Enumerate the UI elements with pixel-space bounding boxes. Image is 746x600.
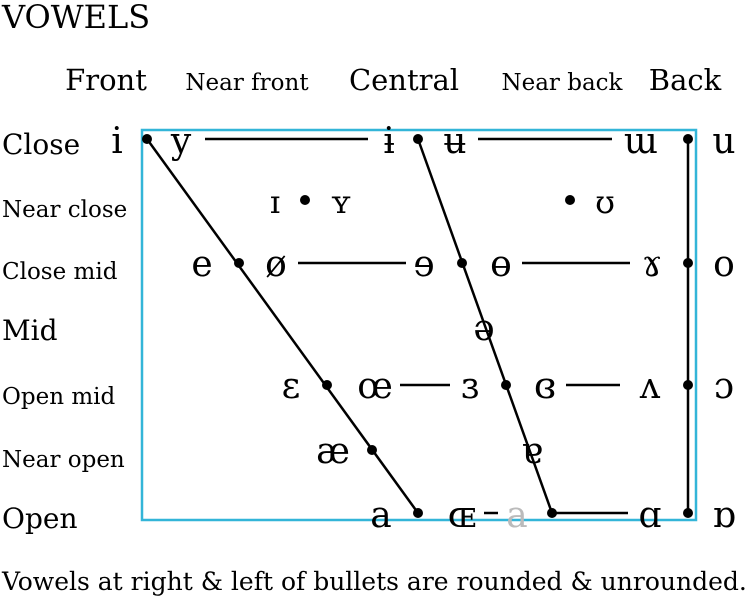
bullet-open-mid-front <box>322 380 332 390</box>
bullet-open-mid-central <box>501 380 511 390</box>
bullet-close-mid-central <box>457 258 467 268</box>
bullet-close-front <box>142 134 152 144</box>
vowel-close-back-unrounded: ɯ <box>624 121 658 162</box>
row-mid: Mid <box>2 314 58 347</box>
vowel-open-mid-central-rounded: ɞ <box>534 366 556 407</box>
column-back: Back <box>649 63 722 97</box>
row-close-mid: Close mid <box>2 259 118 285</box>
vowel-open-back-unrounded: ɑ <box>638 495 661 536</box>
bullet-close-mid-back <box>683 258 693 268</box>
vowel-near-open-front: æ <box>316 431 350 472</box>
vowel-open-mid-back-unrounded: ʌ <box>639 366 661 407</box>
vowel-open-front-rounded: ɶ <box>448 495 476 536</box>
bullet-near-close-back <box>565 195 575 205</box>
vowel-close-mid-central-unrounded: ɘ <box>413 244 434 285</box>
vowel-open-mid-front-unrounded: ɛ <box>282 366 301 407</box>
vowel-open-mid-front-rounded: œ <box>357 366 393 407</box>
vowel-near-close-back-rounded: ʊ <box>595 183 615 221</box>
vowel-near-open-central: ɐ <box>521 431 542 472</box>
bullet-open-mid-back <box>683 380 693 390</box>
vowel-near-close-front-unrounded: ɪ <box>270 183 280 221</box>
row-near-close: Near close <box>2 197 127 223</box>
vowel-close-back-rounded: u <box>712 121 735 162</box>
vowel-open-central: a <box>506 495 527 536</box>
vowel-near-close-front-rounded: ʏ <box>331 183 352 221</box>
vowel-open-mid-central-unrounded: ɜ <box>461 366 479 407</box>
front-diagonal-line <box>145 138 420 514</box>
vowel-close-central-unrounded: ɨ <box>383 121 395 162</box>
row-open: Open <box>2 502 77 535</box>
bullet-open-back <box>683 508 693 518</box>
chart-title: VOWELS <box>1 0 150 36</box>
bullet-close-mid-front <box>234 258 244 268</box>
chart-caption: Vowels at right & left of bullets are ro… <box>1 567 746 596</box>
vowel-close-front-rounded: y <box>170 121 192 162</box>
column-near-back: Near back <box>501 70 623 96</box>
row-open-mid: Open mid <box>2 384 115 410</box>
vowel-open-front-unrounded: a <box>370 495 391 536</box>
column-front: Front <box>65 63 147 97</box>
bullet-close-central <box>413 134 423 144</box>
vowel-open-back-rounded: ɒ <box>712 495 735 536</box>
vowel-close-mid-central-rounded: ɵ <box>490 244 512 285</box>
row-near-open: Near open <box>2 447 125 473</box>
vowel-close-mid-front-rounded: ø <box>265 244 287 285</box>
chart-frame <box>140 128 698 522</box>
bullet-open-front <box>413 508 423 518</box>
bullet-open-central <box>547 508 557 518</box>
central-diagonal-line <box>416 138 554 514</box>
bullet-near-open-front <box>367 445 377 455</box>
vowel-close-central-rounded: ʉ <box>443 121 466 162</box>
vowel-close-mid-back-rounded: o <box>713 244 735 285</box>
vowel-mid-central: ə <box>473 308 494 349</box>
vowel-close-front-unrounded: i <box>111 121 123 162</box>
column-near-front: Near front <box>185 70 309 96</box>
vowel-close-mid-back-unrounded: ɤ <box>642 244 662 285</box>
vowel-open-mid-back-rounded: ɔ <box>714 366 734 407</box>
column-central: Central <box>349 63 459 97</box>
bullet-near-close-front <box>300 195 310 205</box>
vowel-bullets <box>142 134 693 518</box>
bullet-close-back <box>683 134 693 144</box>
row-close: Close <box>2 128 80 161</box>
vowel-close-mid-front-unrounded: e <box>191 244 212 285</box>
